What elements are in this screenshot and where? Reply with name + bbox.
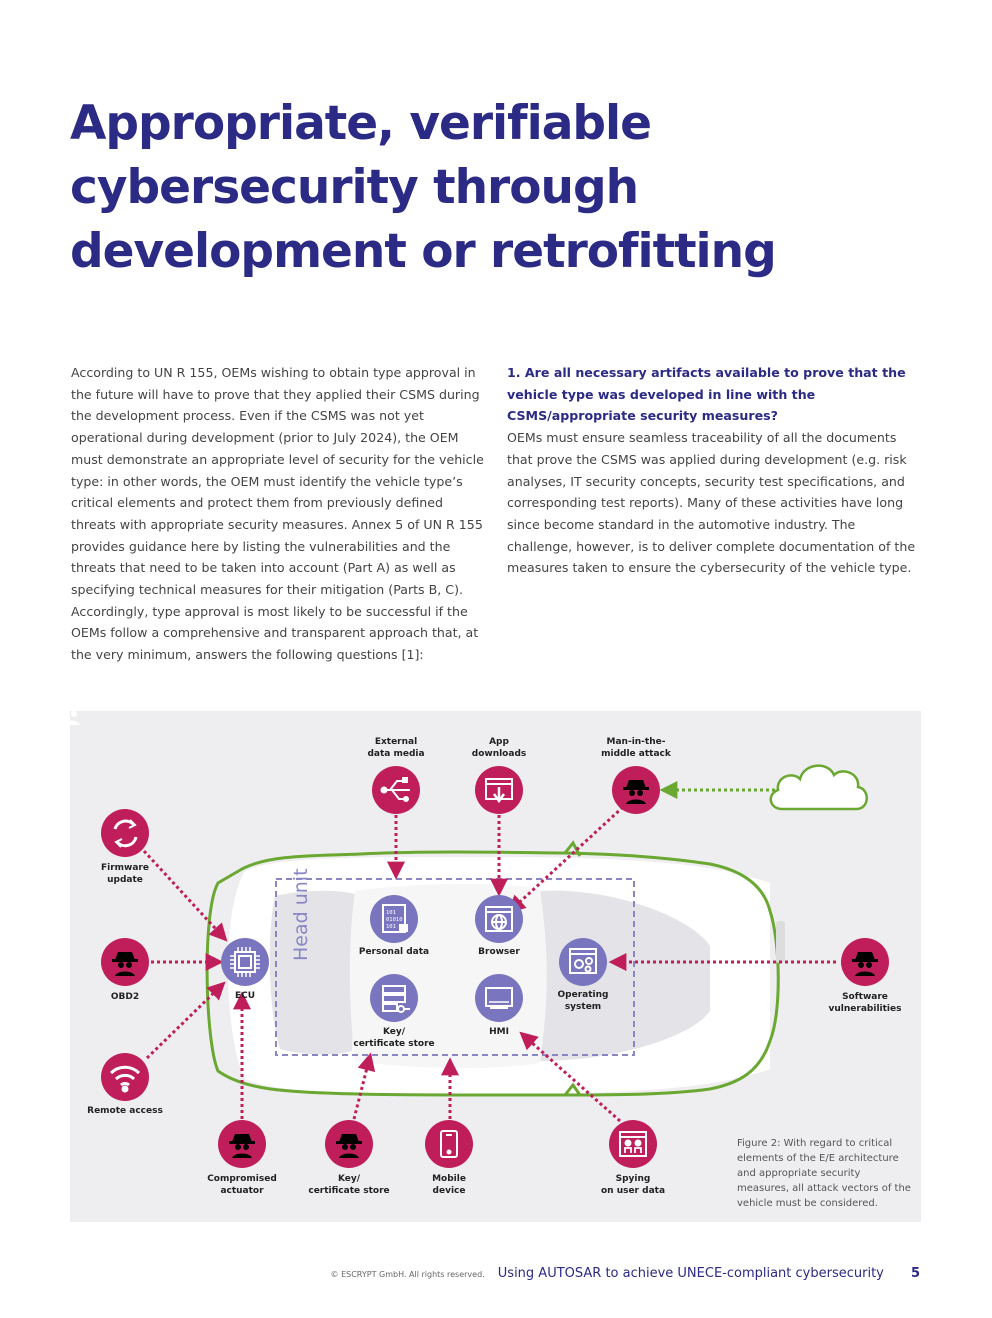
footer-doc-title: Using AUTOSAR to achieve UNECE-compliant… — [497, 1266, 884, 1281]
footer-copyright: © ESCRYPT GmbH. All rights reserved. — [330, 1270, 485, 1279]
figure-graphic: 101 01010 101 — [70, 711, 889, 1168]
attack-vector-figure: 101 01010 101 — [70, 711, 921, 1222]
label-personal-data: Personal data — [358, 947, 430, 957]
title-line-1: Appropriate, verifiable — [70, 96, 652, 151]
label-app-downloads: App downloads — [471, 737, 527, 759]
title-line-3: development or retrofitting — [70, 224, 777, 279]
icon-glyphs: 101 01010 101 — [109, 777, 647, 1158]
label-firmware-update: Firmware update — [101, 863, 149, 885]
svg-text:01010: 01010 — [386, 917, 403, 923]
label-key-store-inner: Key/ certificate store — [353, 1027, 435, 1049]
svg-text:101: 101 — [386, 910, 396, 916]
people-icon — [619, 1131, 647, 1157]
binary-lock-icon: 101 01010 101 — [382, 904, 408, 933]
globe-icon — [485, 906, 513, 932]
label-ecu: ECU — [234, 991, 256, 1001]
refresh-icon — [113, 819, 138, 848]
monitor-icon — [485, 987, 513, 1009]
page-footer: © ESCRYPT GmbH. All rights reserved. Usi… — [331, 1262, 920, 1281]
page-title: Appropriate, verifiable cybersecurity th… — [70, 92, 830, 284]
label-software-vulnerabilities: Software vulnerabilities — [828, 992, 902, 1014]
chip-icon — [230, 947, 260, 977]
label-external-data-media: External data media — [367, 737, 425, 759]
footer-page-number: 5 — [910, 1266, 920, 1281]
label-key-store-outer: Key/ certificate store — [308, 1174, 390, 1196]
attack-connectors — [142, 781, 836, 1123]
right-column: 1. Are all necessary artifacts available… — [507, 362, 923, 579]
label-obd2: OBD2 — [110, 992, 140, 1002]
usb-icon — [380, 777, 410, 802]
wifi-icon — [109, 1065, 141, 1093]
head-unit-label: Head unit — [290, 868, 312, 961]
gears-icon — [569, 948, 597, 974]
smartphone-icon — [440, 1130, 458, 1158]
label-remote-access: Remote access — [87, 1106, 163, 1116]
intro-paragraph: According to UN R 155, OEMs wishing to o… — [71, 365, 484, 663]
label-mobile-device: Mobile device — [432, 1174, 466, 1196]
answer-paragraph: OEMs must ensure seamless traceability o… — [507, 430, 916, 576]
head-unit-box — [275, 878, 635, 1056]
label-spying: Spying on user data — [600, 1174, 666, 1196]
left-column: According to UN R 155, OEMs wishing to o… — [71, 362, 487, 666]
download-icon — [485, 778, 513, 804]
question-heading: 1. Are all necessary artifacts available… — [507, 365, 906, 424]
svg-text:101: 101 — [386, 924, 396, 930]
title-line-2: cybersecurity through — [70, 160, 639, 215]
label-operating-system: Operating system — [557, 990, 609, 1012]
label-mitm: Man-in-the- middle attack — [601, 737, 671, 759]
spy-icon — [70, 711, 80, 725]
label-hmi: HMI — [489, 1027, 509, 1037]
label-browser: Browser — [478, 947, 520, 957]
key-icon — [382, 985, 410, 1013]
cloud-icon — [769, 764, 868, 811]
label-compromised-actuator: Compromised actuator — [207, 1174, 277, 1196]
figure-caption: Figure 2: With regard to critical elemen… — [737, 1138, 911, 1209]
